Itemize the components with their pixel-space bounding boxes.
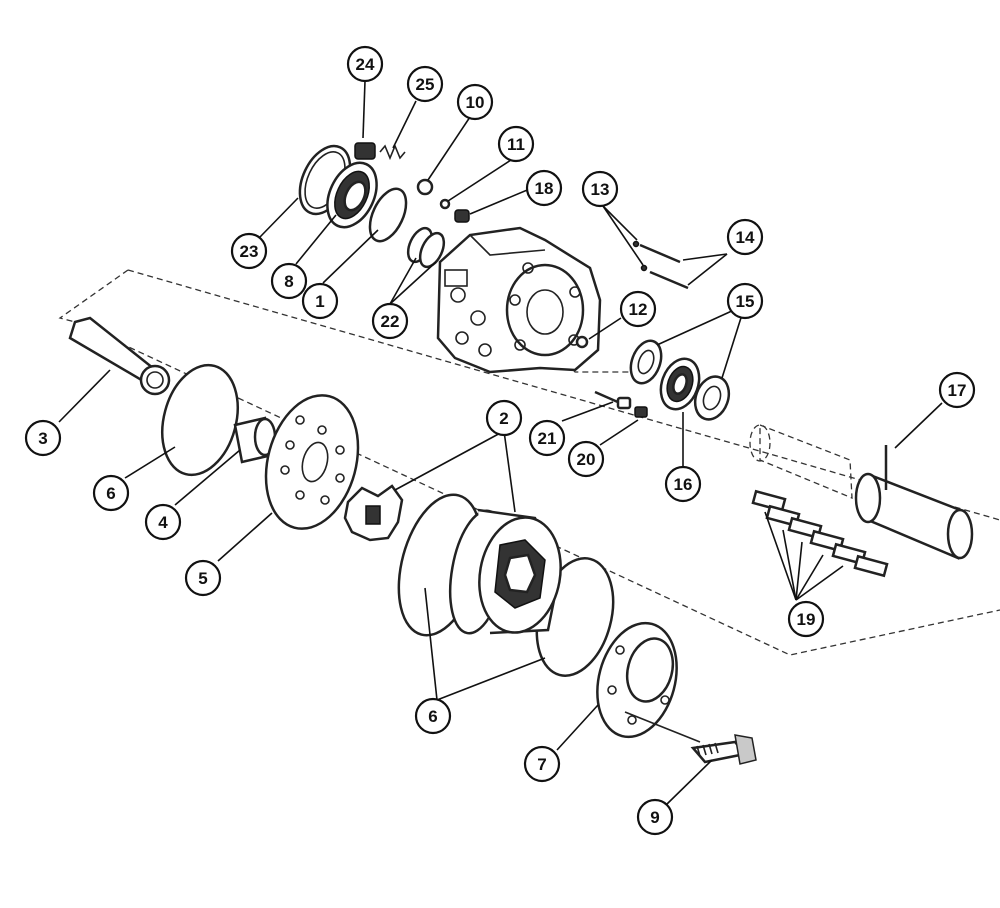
bolt-part-9 (624, 711, 757, 765)
callout-1: 1 (301, 282, 339, 320)
svg-text:14: 14 (736, 228, 755, 247)
relief-valve-parts-13-14 (632, 240, 689, 290)
callout-8: 8 (270, 262, 308, 300)
callout-21: 21 (528, 419, 566, 457)
pin-part-21 (594, 390, 632, 410)
svg-text:6: 6 (428, 707, 437, 726)
o-rings-part-22 (406, 226, 446, 269)
leader-lines (58, 80, 943, 805)
callout-14: 14 (726, 218, 764, 256)
callout-7: 7 (523, 745, 561, 783)
svg-text:20: 20 (577, 450, 596, 469)
callout-23: 23 (230, 232, 268, 270)
svg-text:16: 16 (674, 475, 693, 494)
callout-6: 6 (92, 474, 130, 512)
valve-plug-part-24 (354, 142, 376, 160)
o-ring-part-1 (368, 187, 408, 243)
end-cap-part-7 (596, 621, 678, 739)
svg-text:21: 21 (538, 429, 557, 448)
ball-part-12 (575, 335, 589, 349)
svg-text:10: 10 (466, 93, 485, 112)
callout-11: 11 (497, 125, 535, 163)
svg-text:19: 19 (797, 610, 816, 629)
svg-text:18: 18 (535, 179, 554, 198)
callout-4: 4 (144, 503, 182, 541)
spool-sleeve-assembly (749, 424, 974, 560)
callout-9: 9 (636, 798, 674, 836)
svg-text:1: 1 (315, 292, 324, 311)
thrust-washer-part-15a (629, 339, 663, 385)
spacer-plate-part-5 (264, 394, 360, 530)
svg-text:8: 8 (284, 272, 293, 291)
svg-text:11: 11 (507, 135, 525, 154)
svg-text:5: 5 (198, 569, 207, 588)
valve-housing (436, 226, 602, 374)
ball-part-11 (439, 198, 451, 210)
callout-22: 22 (371, 302, 409, 340)
callout-3: 3 (24, 419, 62, 457)
callout-15: 15 (726, 282, 764, 320)
fitting-part-18 (454, 209, 470, 223)
callout-16: 16 (664, 465, 702, 503)
svg-text:7: 7 (537, 755, 546, 774)
callout-13: 13 (581, 170, 619, 208)
callout-12: 12 (619, 290, 657, 328)
callout-17: 17 (938, 371, 976, 409)
drive-shaft-part-3 (68, 316, 171, 396)
rotor-part-2 (343, 484, 404, 542)
svg-text:9: 9 (650, 808, 659, 827)
seal-part-8 (326, 161, 378, 229)
callout-24: 24 (346, 45, 384, 83)
ball-part-10 (416, 178, 434, 196)
svg-text:3: 3 (38, 429, 47, 448)
svg-text:15: 15 (736, 292, 755, 311)
svg-text:17: 17 (948, 381, 967, 400)
callout-10: 10 (456, 83, 494, 121)
gerotor-ring-part-2 (448, 508, 562, 635)
callout-2: 2 (485, 399, 523, 437)
svg-text:12: 12 (629, 300, 648, 319)
svg-text:24: 24 (356, 55, 375, 74)
svg-text:25: 25 (416, 75, 435, 94)
callout-5: 5 (184, 559, 222, 597)
callout-20: 20 (567, 440, 605, 478)
svg-text:6: 6 (106, 484, 115, 503)
centering-springs-part-19 (751, 489, 889, 578)
callout-6: 6 (414, 697, 452, 735)
callout-19: 19 (787, 600, 825, 638)
svg-text:22: 22 (381, 312, 400, 331)
svg-text:13: 13 (591, 180, 610, 199)
callout-25: 25 (406, 65, 444, 103)
svg-text:23: 23 (240, 242, 259, 261)
thrust-washer-part-15b (693, 375, 731, 421)
spring-part-20 (634, 406, 648, 418)
svg-text:4: 4 (158, 513, 168, 532)
callout-18: 18 (525, 169, 563, 207)
spring-part-25 (379, 143, 406, 161)
svg-text:2: 2 (499, 409, 508, 428)
thrust-bearing-part-16 (659, 357, 701, 411)
